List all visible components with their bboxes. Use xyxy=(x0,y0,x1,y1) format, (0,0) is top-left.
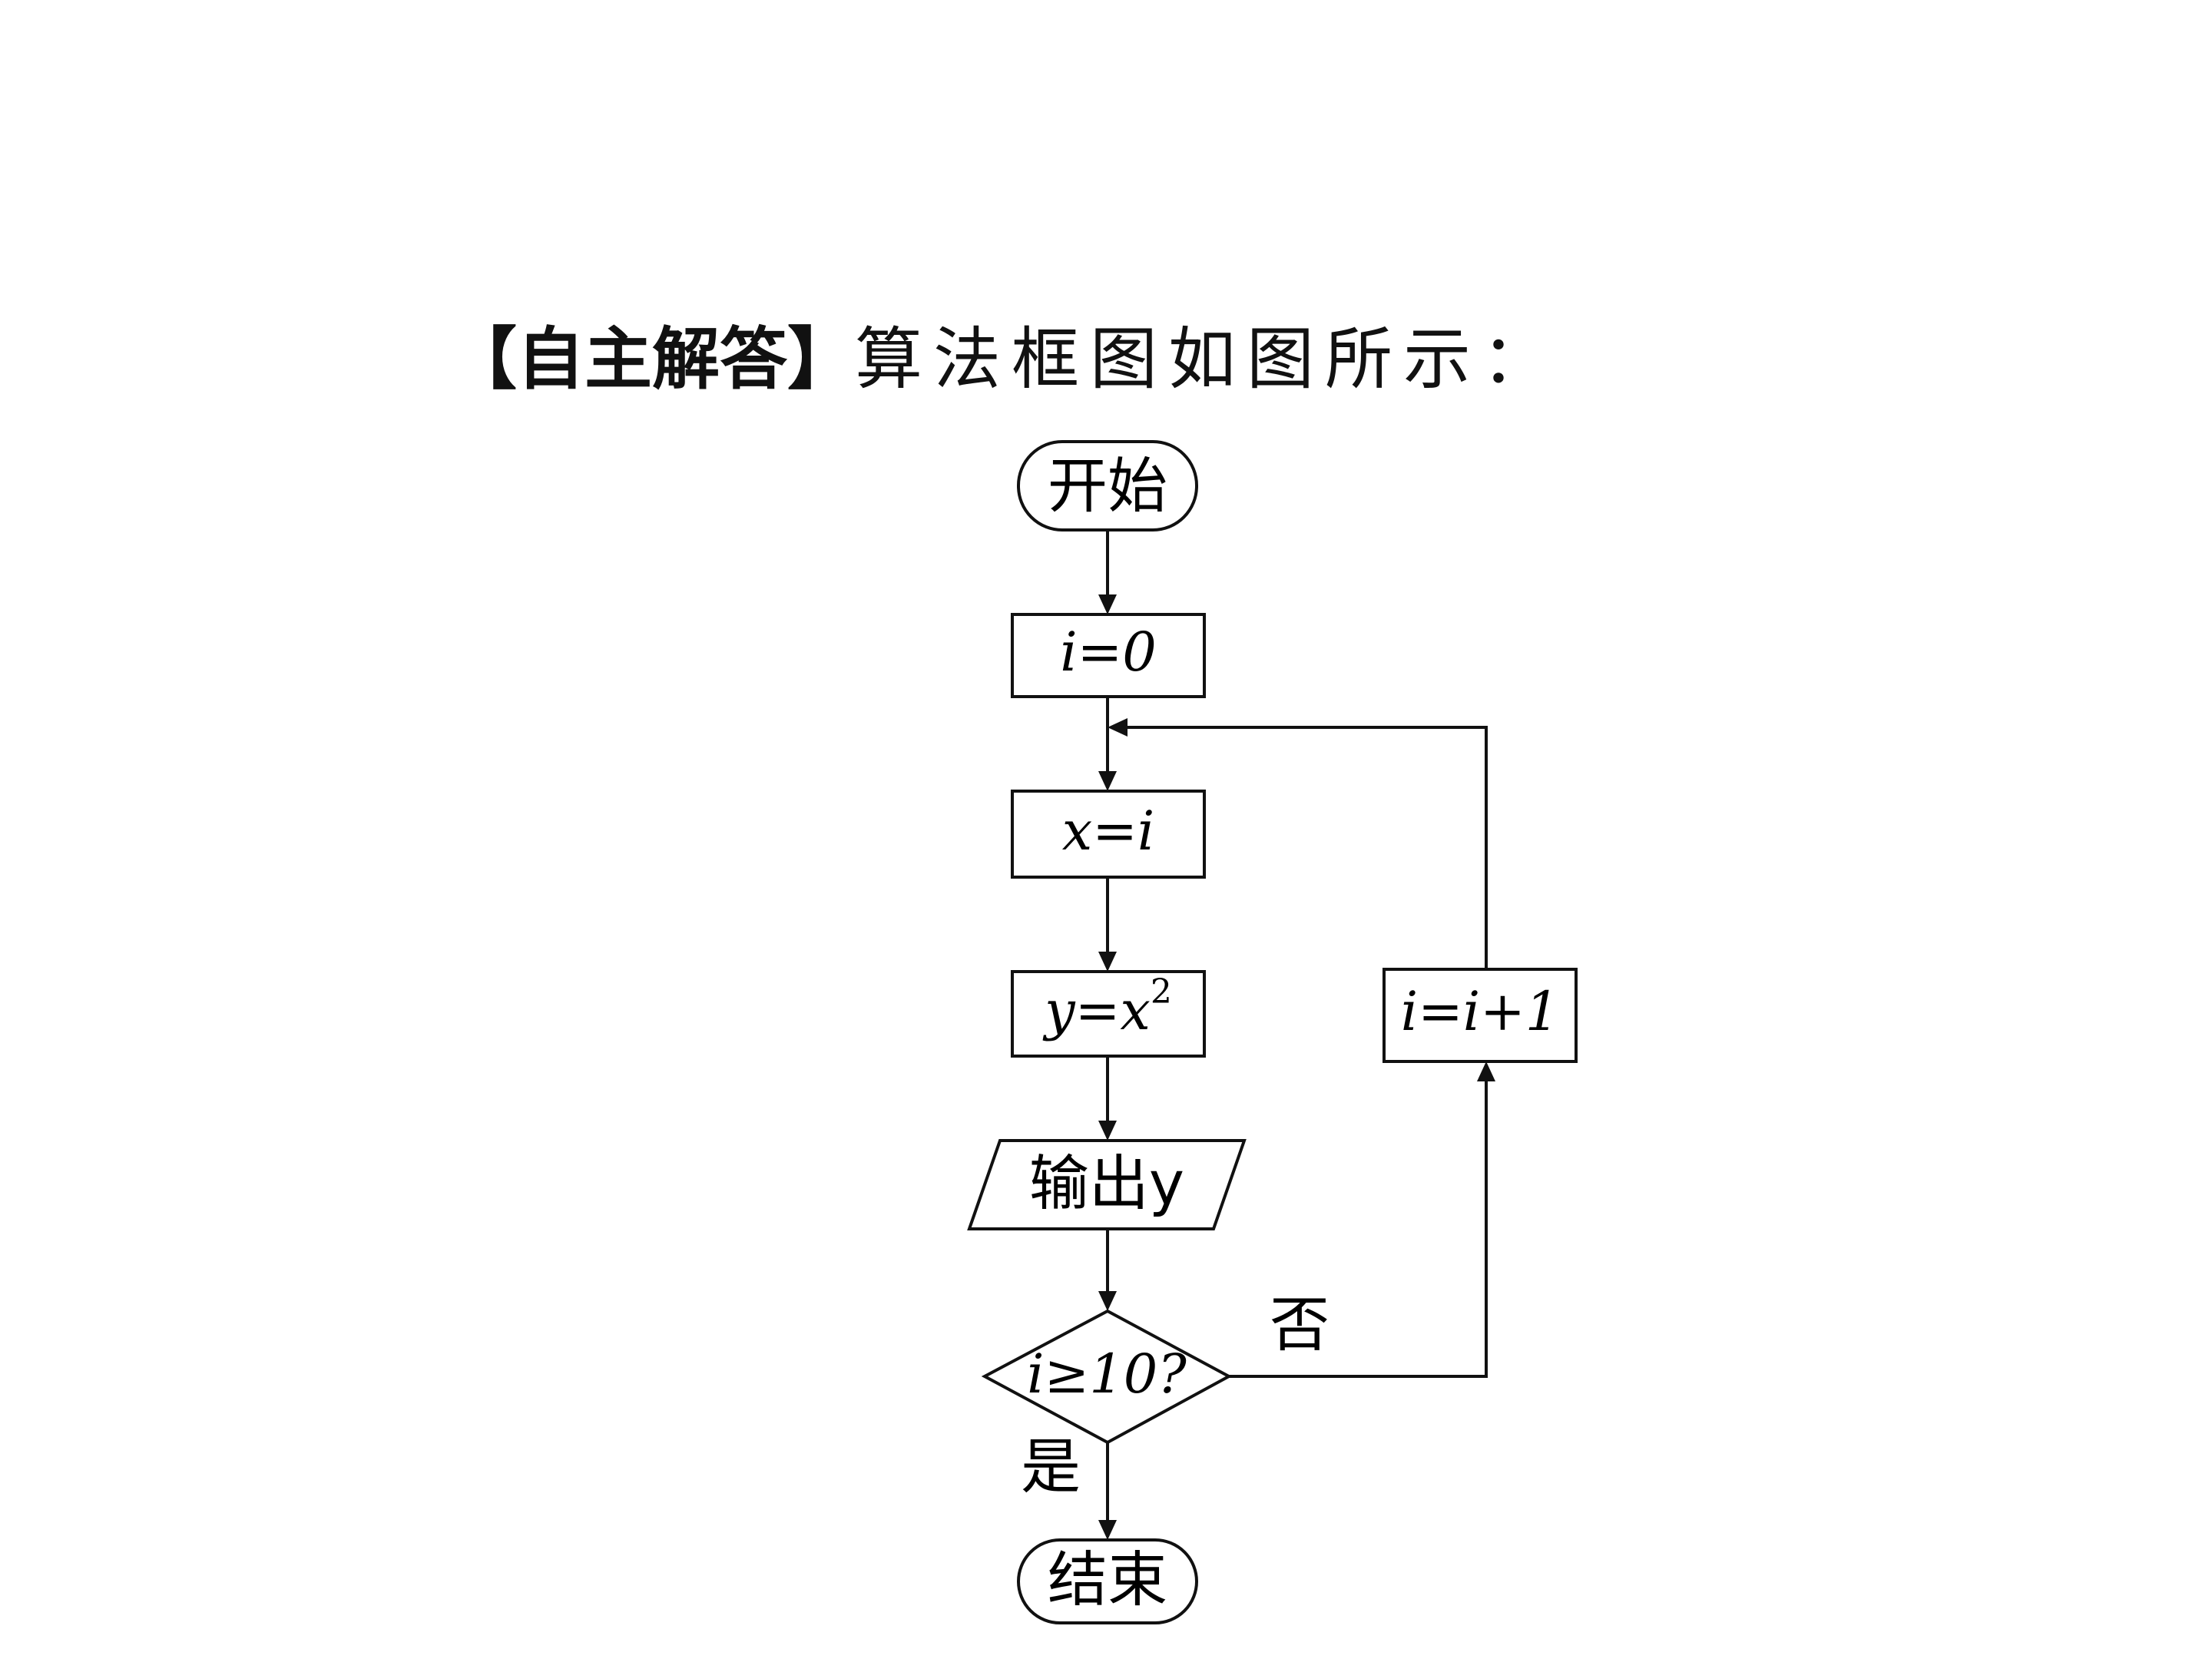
condition-diamond xyxy=(981,1309,1233,1445)
arrowhead xyxy=(1098,952,1117,972)
output-parallelogram xyxy=(967,1139,1247,1230)
condition-label: i≥10? xyxy=(1027,1343,1187,1406)
exponent: 2 xyxy=(1151,972,1172,1012)
arrowhead xyxy=(1098,1121,1117,1141)
increment-box xyxy=(1382,968,1578,1063)
end-terminal xyxy=(1017,1538,1198,1624)
arrowhead xyxy=(1098,594,1117,614)
arrowhead xyxy=(1098,771,1117,791)
start-terminal xyxy=(1017,440,1198,531)
assign-x-label: x=i xyxy=(1062,800,1155,863)
answer-label: 【自主解答】 xyxy=(449,320,856,399)
increment-label: i=i+1 xyxy=(1401,980,1560,1043)
init-label: i=0 xyxy=(1060,621,1157,684)
arrowhead xyxy=(1108,718,1128,737)
output-label: 输出y xyxy=(1029,1149,1184,1218)
arrow-increment-loop-back xyxy=(1123,726,1488,969)
compute-y-label: y=x2 xyxy=(1042,972,1172,1043)
heading-description: 算法框图如图所示： xyxy=(855,320,1561,399)
yes-branch-label: 是 xyxy=(1021,1432,1081,1502)
arrowhead xyxy=(1477,1061,1495,1081)
arrow-no-to-increment xyxy=(1229,1077,1488,1378)
assign-x-box xyxy=(1011,790,1206,879)
connectors xyxy=(1098,530,1495,1540)
arrowhead xyxy=(1098,1520,1117,1540)
heading: 【自主解答】算法框图如图所示： xyxy=(449,313,1560,406)
end-label: 结束 xyxy=(1048,1545,1167,1614)
init-box xyxy=(1011,613,1206,698)
no-branch-label: 否 xyxy=(1270,1290,1330,1359)
compute-y-box xyxy=(1011,970,1206,1058)
start-label: 开始 xyxy=(1048,452,1167,521)
arrowhead xyxy=(1098,1291,1117,1311)
